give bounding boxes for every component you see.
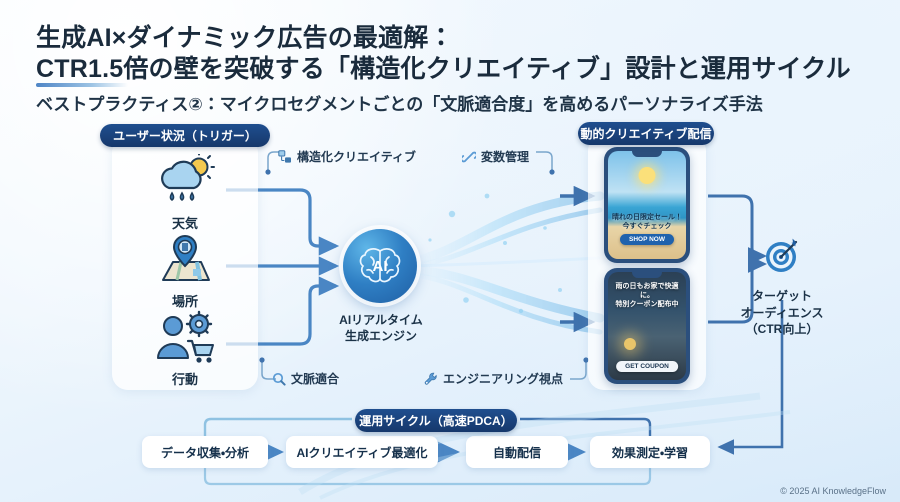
phone-headline-line1: 雨の日もお家で快適に。	[615, 283, 679, 300]
phone-headline-line2: 今すぐチェック	[622, 223, 672, 231]
lamp-glow	[624, 338, 636, 350]
phone-headline-line1: 晴れの日限定セール！	[612, 214, 682, 221]
layers-blocks-icon	[278, 149, 292, 164]
target-label-line3: （CTR向上）	[745, 322, 819, 337]
phone-notch	[632, 272, 662, 278]
link-chain-icon	[462, 150, 476, 164]
target-dartboard-icon	[762, 236, 802, 276]
magnifier-search-icon	[272, 372, 286, 386]
trigger-label-weather: 天気	[171, 216, 198, 231]
phone-mockup-rainy: 雨の日もお家で快適に。 特別クーポン配布中 GET COUPON	[604, 268, 690, 384]
ai-engine-node: AI	[343, 229, 417, 303]
annotation-label: 文脈適合	[291, 372, 340, 386]
pdca-badge: 運用サイクル（高速PDCA）	[355, 409, 517, 432]
target-label-line1: ターゲット	[751, 289, 812, 303]
phone-notch	[632, 151, 662, 157]
header: 生成AI×ダイナミック広告の最適解： CTR1.5倍の壁を突破する「構造化クリエ…	[0, 0, 900, 118]
page-title-line1: 生成AI×ダイナミック広告の最適解：	[36, 24, 454, 52]
wrench-screwdriver-icon	[424, 372, 438, 386]
ai-brain-icon: AI	[359, 248, 401, 283]
phone-headline: 雨の日もお家で快適に。 特別クーポン配布中	[611, 282, 683, 310]
copyright-text: © 2025 AI KnowledgeFlow	[780, 486, 886, 496]
phone-mockup-sunny: 晴れの日限定セール！ 今すぐチェック SHOP NOW	[604, 147, 690, 263]
target-label: ターゲット オーディエンス （CTR向上）	[728, 288, 836, 338]
annotation-structured-creative: 構造化クリエイティブ	[278, 148, 416, 165]
get-coupon-button[interactable]: GET COUPON	[616, 361, 678, 372]
annotation-label: 構造化クリエイティブ	[297, 150, 417, 164]
title-accent-bar	[36, 83, 128, 87]
annotation-label: エンジニアリング視点	[443, 372, 564, 386]
pdca-step-4[interactable]: 効果測定・学習	[590, 436, 710, 468]
weather-cloud-sun-rain-icon	[112, 150, 258, 212]
map-location-pin-icon	[112, 228, 258, 290]
user-gear-cart-icon	[112, 306, 258, 368]
sun-icon	[638, 167, 656, 184]
phone-headline: 晴れの日限定セール！ 今すぐチェック	[611, 213, 683, 231]
engine-label-line2: 生成エンジン	[344, 329, 417, 344]
pdca-step-3[interactable]: 自動配信	[466, 436, 568, 468]
trigger-item-weather: 天気	[112, 150, 258, 232]
trigger-label-location: 場所	[171, 294, 198, 309]
trigger-item-behavior: 行動	[112, 306, 258, 388]
delivery-badge: 動的クリエイティブ配信	[578, 122, 714, 145]
annotation-context-fit: 文脈適合	[272, 370, 339, 387]
phone-headline-line2: 特別クーポン配布中	[615, 301, 679, 309]
annotation-engineering-view: エンジニアリング視点	[424, 370, 563, 387]
shop-now-button[interactable]: SHOP NOW	[620, 234, 674, 245]
phone-screen-rainy: 雨の日もお家で快適に。 特別クーポン配布中 GET COUPON	[608, 272, 686, 380]
pdca-step-1[interactable]: データ収集・分析	[142, 436, 268, 468]
phone-screen-sunny: 晴れの日限定セール！ 今すぐチェック SHOP NOW	[608, 151, 686, 259]
engine-label: AIリアルタイム 生成エンジン	[320, 312, 442, 344]
engine-label-line1: AIリアルタイム	[339, 313, 423, 327]
trigger-label-behavior: 行動	[171, 372, 198, 387]
annotation-variable-management: 変数管理	[462, 148, 529, 165]
triggers-badge: ユーザー状況（トリガー）	[100, 124, 270, 147]
engine-badge-text: AI	[373, 258, 388, 275]
page-subtitle: ベストプラクティス②：マイクロセグメントごとの「文脈適合度」を高めるパーソナライ…	[36, 95, 763, 114]
page-title-line2: CTR1.5倍の壁を突破する「構造化クリエイティブ」設計と運用サイクル	[36, 55, 851, 83]
trigger-item-location: 場所	[112, 228, 258, 310]
target-label-line2: オーディエンス	[740, 305, 824, 320]
annotation-label: 変数管理	[481, 150, 530, 164]
pdca-step-2[interactable]: AIクリエイティブ最適化	[286, 436, 438, 468]
